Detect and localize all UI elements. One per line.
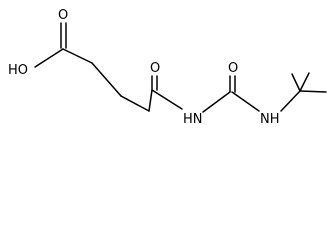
bond-chain-4 — [148, 89, 153, 112]
label-urea-carbonyl-oxygen: O — [228, 61, 238, 76]
label-imide-nh: HN — [183, 112, 203, 127]
bond-tbutyl-methyl-3 — [291, 73, 301, 92]
bond-nh-tbutyl — [280, 90, 301, 112]
bond-chain-3 — [120, 95, 150, 112]
bond-nh-urea — [202, 91, 231, 113]
bond-chain-1 — [62, 48, 93, 64]
chemical-structure-diagram: HO O O O HN NH — [8, 8, 327, 127]
label-hydroxyl: HO — [8, 63, 28, 78]
bond-urea-nh2 — [231, 91, 260, 112]
bond-acid-hydroxyl — [34, 48, 64, 68]
label-amide-carbonyl-oxygen: O — [150, 61, 160, 76]
bond-tbutyl-methyl-1 — [299, 72, 310, 92]
bond-tbutyl-methyl-2 — [299, 90, 327, 93]
bond-chain-2 — [91, 62, 122, 97]
atom-labels: HO O O O HN NH — [8, 8, 280, 127]
bonds — [34, 22, 327, 113]
label-tbutyl-nh: NH — [260, 112, 280, 127]
bond-amide-nh — [151, 89, 183, 110]
label-acid-carbonyl-oxygen: O — [58, 8, 68, 23]
